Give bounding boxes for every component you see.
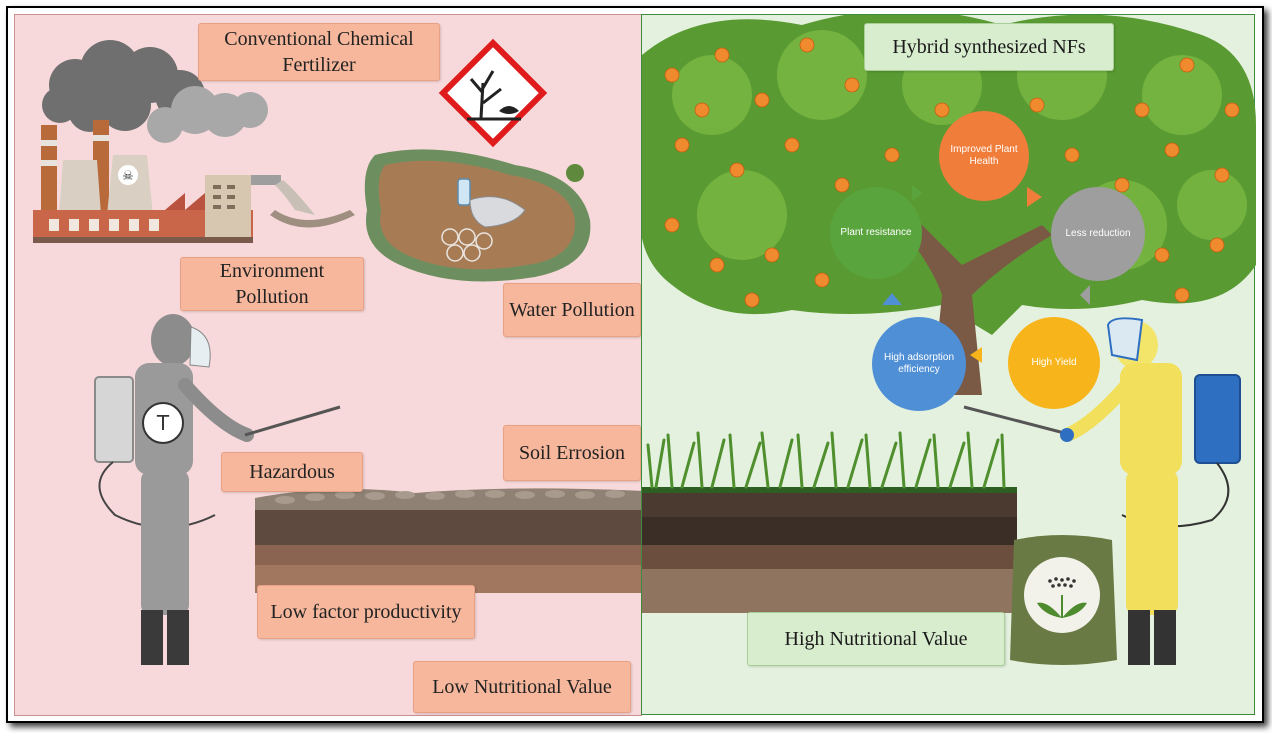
plant-resistance-circle: Plant resistance	[830, 187, 922, 279]
hazardous-label: Hazardous	[221, 452, 363, 492]
soil-erosion-label: Soil Errosion	[503, 425, 641, 481]
eroded-soil-icon	[255, 488, 643, 593]
low-nutritional-value-label: Low Nutritional Value	[413, 661, 631, 713]
fertilizer-bag-icon	[1010, 535, 1117, 665]
high-yield-circle: High Yield	[1008, 317, 1100, 409]
grass-icon	[646, 431, 1006, 489]
improved-plant-health-circle: Improved Plant Health	[939, 111, 1029, 201]
hazard-environment-icon	[438, 38, 548, 148]
right-panel-nanofertilizer: Hybrid synthesized NFs High Nutritional …	[641, 14, 1256, 715]
high-adsorption-efficiency-circle: High adsorption efficiency	[872, 317, 966, 411]
cycle-arrow-icons	[882, 185, 1090, 363]
polluted-water-icon	[364, 149, 591, 282]
water-pollution-label: Water Pollution	[503, 283, 641, 337]
svg-text:T: T	[156, 411, 170, 435]
orange-fruit-icon	[664, 37, 1240, 308]
yellow-sprayer-person-icon	[963, 317, 1241, 665]
high-nutritional-value-label: High Nutritional Value	[747, 612, 1005, 666]
conventional-scene-illustration: ☠	[33, 38, 643, 665]
factory-icon: ☠	[33, 120, 355, 243]
grey-sprayer-person-icon: T	[94, 314, 341, 665]
orange-tree-icon	[642, 15, 1256, 395]
figure-frame: ☠	[6, 6, 1264, 723]
svg-text:☠: ☠	[122, 169, 134, 184]
less-reduction-circle: Less reduction	[1051, 187, 1145, 281]
conventional-chemical-fertilizer-label: Conventional Chemical Fertilizer	[198, 23, 440, 81]
low-factor-productivity-label: Low factor productivity	[257, 585, 475, 639]
nanofertilizer-scene-illustration	[642, 15, 1256, 665]
left-panel-conventional: ☠	[14, 14, 643, 716]
healthy-soil-icon	[642, 487, 1017, 613]
hybrid-synthesized-nfs-label: Hybrid synthesized NFs	[864, 23, 1114, 71]
environment-pollution-label: Environment Pollution	[180, 257, 364, 311]
